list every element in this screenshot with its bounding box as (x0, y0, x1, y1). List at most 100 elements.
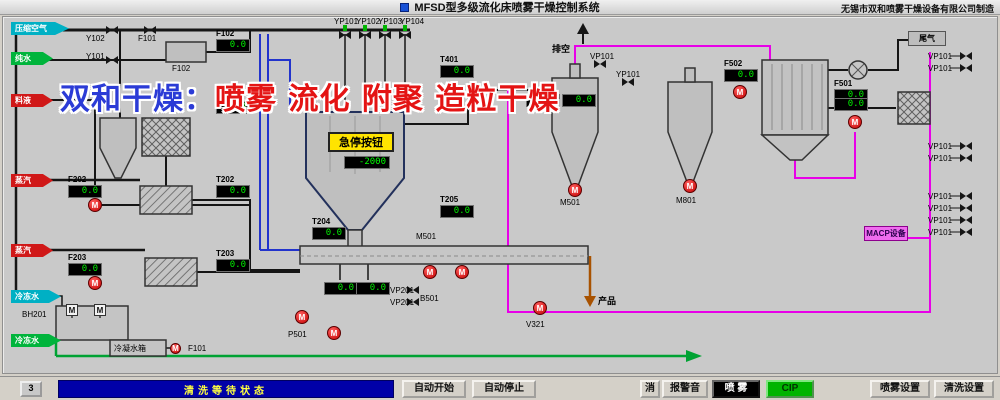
meter-value: 0.0 (440, 205, 474, 218)
cip-button[interactable]: CIP (766, 380, 814, 398)
meter-value: 0.0 (724, 69, 758, 82)
pump-letter: M (330, 328, 338, 338)
meter-value: 0.0 (216, 101, 250, 114)
pump-letter: M (426, 267, 434, 277)
valve-label-vp101: VP101 (928, 192, 953, 201)
manufacturer-label: 无锡市双和喷雾干燥设备有限公司制造 (840, 4, 994, 14)
stream-label: 蒸汽 (15, 246, 31, 255)
tag-yp103: YP103 (378, 17, 403, 26)
pump-icon[interactable]: M (733, 85, 747, 99)
meter-value: 0.0 (356, 282, 390, 295)
meter-display: 0.0 (356, 282, 390, 295)
pump-letter: M (536, 303, 544, 313)
valve-label-vp101: VP101 (928, 142, 953, 151)
meter-value: 0.0 (440, 65, 474, 78)
pump-icon[interactable]: M (848, 115, 862, 129)
meter-tag: F501 (834, 79, 853, 88)
meter-display: 0.0 (562, 94, 596, 107)
auto-start-button[interactable]: 自动开始 (402, 380, 466, 398)
pump-letter: M (686, 181, 694, 191)
valve-label-vp101: VP101 (928, 204, 953, 213)
meter-value: -2000 (344, 156, 390, 169)
valve-label-vp101: VP101 (928, 228, 953, 237)
meter-tag: F102 (216, 29, 235, 38)
pump-letter: M (172, 344, 179, 353)
meter-value: 0.0 (324, 282, 358, 295)
control-bar: 3 清洗等待状态 自动开始 自动停止 消 报警音 喷 雾 CIP 喷雾设置 清洗… (0, 376, 1000, 400)
meter-tag: F203 (68, 253, 87, 262)
tag-f101-condensate: F101 (188, 344, 207, 353)
tag-m501-bed: M501 (416, 232, 437, 241)
stream-pure-water: 纯水 (11, 52, 53, 65)
vent-label: 排空 (552, 44, 571, 54)
pump-icon[interactable]: M (170, 343, 181, 354)
tag-vp201-b: VP201 (390, 298, 415, 307)
tag-vp101: VP101 (590, 52, 615, 61)
spray-button[interactable]: 喷 雾 (712, 380, 760, 398)
valve-label-vp101: VP101 (928, 216, 953, 225)
pump-letter: M (91, 200, 99, 210)
pump-icon[interactable]: M (88, 276, 102, 290)
tag-yp104: YP104 (400, 17, 425, 26)
tag-yp102: YP102 (356, 17, 381, 26)
status-bar: 清洗等待状态 (58, 380, 394, 398)
valve-label-vp101: VP101 (928, 64, 953, 73)
auto-stop-button[interactable]: 自动停止 (472, 380, 536, 398)
meter-value: 0.0 (68, 185, 102, 198)
window-icon (400, 2, 410, 12)
meter-tag: T202 (216, 175, 235, 184)
meter-chamber-pressure: -2000 (344, 156, 390, 169)
meter-value: 0.0 (216, 39, 250, 52)
tag-f102-vessel: F102 (172, 64, 191, 73)
status-mini-icon[interactable]: 3 (20, 381, 42, 397)
meter-value: 0.0 (216, 185, 250, 198)
pump-icon[interactable]: M (568, 183, 582, 197)
alarm-sound-button[interactable]: 报警音 (662, 380, 708, 398)
pump-icon[interactable]: M (533, 301, 547, 315)
meter-display: 0.0 (324, 282, 358, 295)
stream-label: 冷冻水 (15, 336, 39, 345)
agitator-icon[interactable]: M (66, 304, 78, 316)
pump-icon[interactable]: M (327, 326, 341, 340)
title-bar: MFSD型多级流化床喷雾干燥控制系统 无锡市双和喷雾干燥设备有限公司制造 (0, 0, 1000, 15)
meter-tag: T203 (216, 249, 235, 258)
tag-f101: F101 (138, 34, 157, 43)
tag-m501: M501 (560, 198, 581, 207)
meter-tag: F502 (724, 59, 743, 68)
emergency-stop-button[interactable]: 急停按钮 (328, 132, 394, 152)
spray-settings-button[interactable]: 喷雾设置 (870, 380, 930, 398)
agitator-icon[interactable]: M (94, 304, 106, 316)
meter-value: 0.0 (68, 263, 102, 276)
mute-button[interactable]: 消 (640, 380, 660, 398)
meter-tag: T205 (440, 195, 459, 204)
meter-display: 0.0 (526, 94, 560, 107)
pump-icon[interactable]: M (295, 310, 309, 324)
pump-icon[interactable]: M (683, 179, 697, 193)
pump-icon[interactable]: M (455, 265, 469, 279)
stream-label: 蒸汽 (15, 176, 31, 185)
tag-m801: M801 (676, 196, 697, 205)
product-label: 产品 (598, 296, 617, 306)
macp-label: MACP设备 (864, 226, 908, 241)
stream-label: 压缩空气 (15, 24, 47, 33)
tag-y102: Y102 (86, 34, 105, 43)
meter-tag: T204 (312, 217, 331, 226)
clean-settings-button[interactable]: 清洗设置 (934, 380, 994, 398)
tag-b501: B501 (420, 294, 439, 303)
pump-icon[interactable]: M (88, 198, 102, 212)
pump-letter: M (298, 312, 306, 322)
tag-p501: P501 (288, 330, 307, 339)
tag-v321: V321 (526, 320, 545, 329)
pump-icon[interactable]: M (423, 265, 437, 279)
pump-letter: M (458, 267, 466, 277)
stream-label: 料液 (15, 96, 31, 105)
